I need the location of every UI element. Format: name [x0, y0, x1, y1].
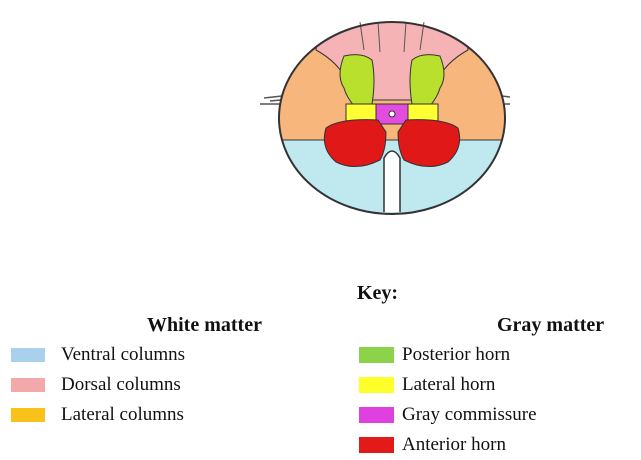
white-matter-heading: White matter — [147, 313, 262, 337]
legend-item-posterior-horn: Posterior horn — [359, 340, 537, 370]
legend-item-lateral-columns: Lateral columns — [11, 400, 185, 430]
posterior-horn-swatch — [359, 347, 394, 363]
dorsal-columns-swatch — [11, 378, 45, 392]
legend-item-ventral-columns: Ventral columns — [11, 340, 185, 370]
legend-item-lateral-horn: Lateral horn — [359, 370, 537, 400]
legend-label: Ventral columns — [61, 344, 185, 366]
legend-label: Posterior horn — [402, 344, 510, 366]
ventral-columns-swatch — [11, 348, 45, 362]
white-matter-legend: Ventral columns Dorsal columns Lateral c… — [11, 340, 185, 430]
spinal-cord-cross-section — [250, 0, 510, 218]
legend-label: Lateral horn — [402, 374, 495, 396]
anterior-horn-swatch — [359, 437, 394, 453]
lateral-columns-swatch — [11, 408, 45, 422]
key-heading: Key: — [357, 281, 398, 305]
gray-commissure-swatch — [359, 407, 394, 423]
legend-label: Lateral columns — [61, 404, 184, 426]
legend-item-anterior-horn: Anterior horn — [359, 430, 537, 460]
legend-label: Dorsal columns — [61, 374, 181, 396]
central-canal — [389, 111, 395, 117]
anterior-horn-right — [398, 120, 460, 167]
legend-label: Anterior horn — [402, 434, 506, 456]
left-nerve-root — [260, 96, 282, 104]
lateral-horn-swatch — [359, 377, 394, 393]
legend-item-gray-commissure: Gray commissure — [359, 400, 537, 430]
anterior-horn-left — [324, 120, 386, 167]
legend-label: Gray commissure — [402, 404, 537, 426]
gray-matter-heading: Gray matter — [497, 313, 604, 337]
anterior-median-fissure — [384, 151, 400, 212]
gray-matter-legend: Posterior horn Lateral horn Gray commiss… — [359, 340, 537, 460]
legend-item-dorsal-columns: Dorsal columns — [11, 370, 185, 400]
